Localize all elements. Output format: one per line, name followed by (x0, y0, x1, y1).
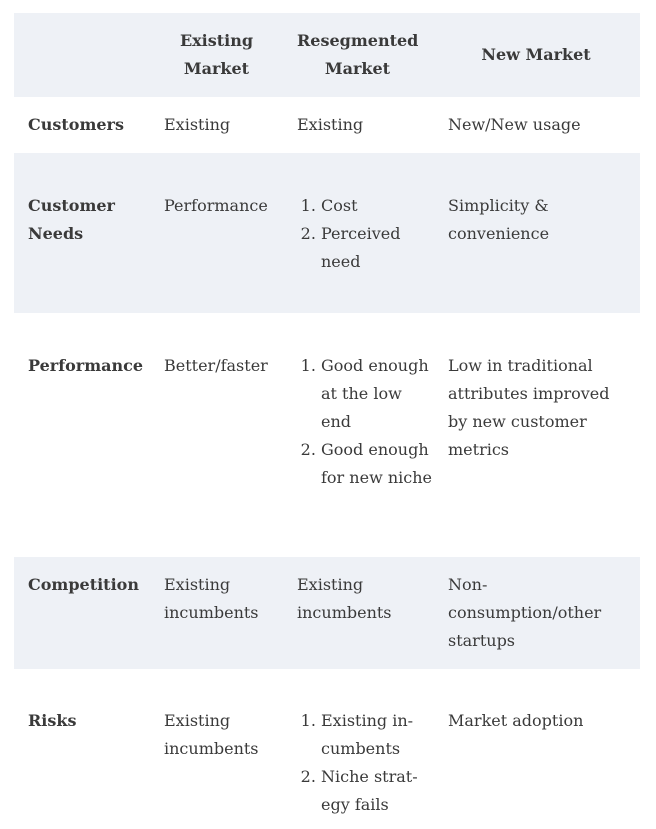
cell-customers-resegmented: Existing (297, 115, 364, 134)
cell-performance-new: Low in traditional attributes improved b… (448, 356, 610, 459)
cell-customers-existing: Existing (164, 115, 231, 134)
needs-resegmented-list: Cost Perceived need (297, 192, 432, 276)
list-item: Cost (321, 192, 432, 220)
cell-risks-existing: Existing incumbents (164, 711, 259, 758)
cell-performance-resegmented: Good enough at the low end Good enough f… (283, 313, 432, 557)
row-label-risks: Risks (28, 711, 77, 730)
performance-resegmented-list: Good enough at the low end Good enough f… (297, 352, 432, 492)
cell-risks-new: Market adoption (448, 711, 584, 730)
table-row-risks: Risks Existing incumbents Existing in­cu… (14, 669, 640, 829)
header-empty-cell (14, 13, 150, 97)
cell-needs-existing: Performance (164, 196, 268, 215)
table-row-performance: Performance Better/faster Good enough at… (14, 313, 640, 557)
cell-customers-new: New/New usage (448, 115, 581, 134)
list-item: Existing in­cumbents (321, 707, 432, 763)
row-label-customer-needs: Customer Needs (28, 196, 115, 243)
list-item: Niche strat­egy fails (321, 763, 432, 819)
header-resegmented-market: Resegmented Market (297, 31, 419, 78)
table-header-row: Existing Market Resegmented Market New M… (14, 13, 640, 97)
cell-competition-resegmented: Existing incumbents (297, 575, 392, 622)
market-types-table: Existing Market Resegmented Market New M… (14, 13, 640, 829)
list-item: Good enough at the low end (321, 352, 432, 436)
cell-needs-new: Simplicity & convenience (448, 196, 550, 243)
risks-resegmented-list: Existing in­cumbents Niche strat­egy fai… (297, 707, 432, 819)
row-label-competition: Competition (28, 575, 139, 594)
row-label-customers: Customers (28, 115, 124, 134)
table-row-competition: Competition Existing incumbents Existing… (14, 557, 640, 669)
table-row-customer-needs: Customer Needs Performance Cost Perceive… (14, 153, 640, 313)
header-new-market: New Market (481, 45, 591, 64)
cell-competition-existing: Existing incumbents (164, 575, 259, 622)
header-existing-market: Existing Market (179, 31, 254, 78)
row-label-performance: Performance (28, 356, 144, 375)
cell-performance-existing: Better/faster (164, 356, 268, 375)
cell-risks-resegmented: Existing in­cumbents Niche strat­egy fai… (283, 669, 432, 829)
table-row-customers: Customers Existing Existing New/New usag… (14, 97, 640, 153)
list-item: Good enough for new niche (321, 436, 432, 492)
cell-competition-new: Non-consumption/other startups (448, 575, 602, 650)
cell-needs-resegmented: Cost Perceived need (283, 153, 432, 313)
list-item: Perceived need (321, 220, 432, 276)
